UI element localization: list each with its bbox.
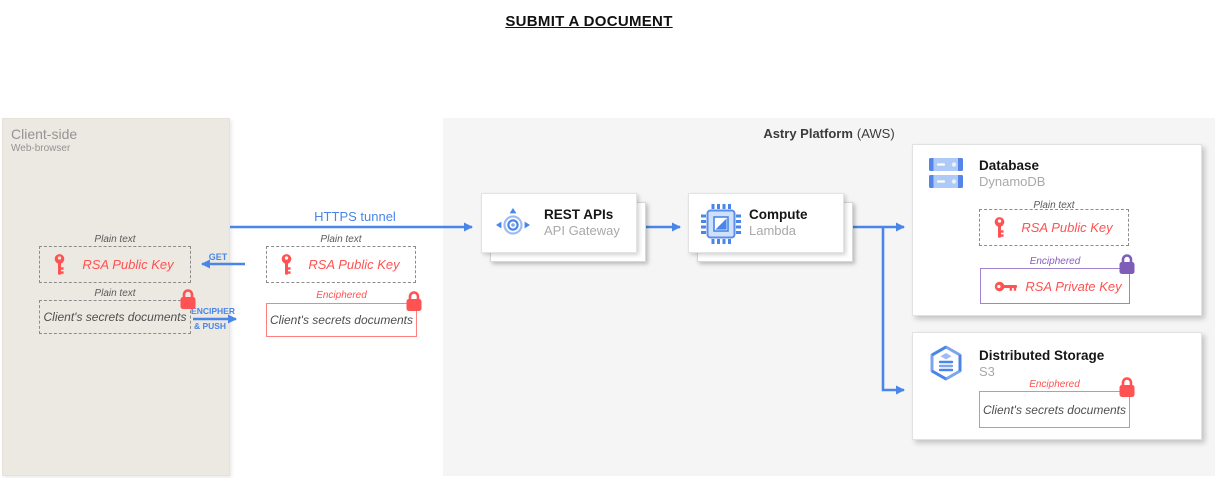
lock-icon [406, 291, 422, 311]
client-panel-title: Client-side [11, 126, 78, 142]
rest-apis-card: REST APIs API Gateway [481, 193, 637, 253]
lock-icon [1119, 377, 1135, 397]
https-tunnel-label: HTTPS tunnel [314, 209, 396, 224]
key-icon [281, 254, 292, 275]
page-title: SUBMIT A DOCUMENT [505, 13, 673, 30]
database-icon [929, 158, 963, 188]
storage-documents-state: Enciphered [1029, 379, 1080, 390]
platform-name: Astry Platform [763, 126, 853, 141]
storage-documents-box: Client's secrets documents [979, 391, 1130, 428]
aws-platform-title: Astry Platform(AWS) [443, 126, 1215, 141]
push-label: & PUSH [193, 321, 227, 331]
client-public-key-box: RSA Public Key [39, 246, 191, 283]
db-public-key-state: Plain text [1033, 200, 1075, 211]
compute-title: Compute [749, 207, 808, 222]
staging-public-key-state: Plain text [320, 234, 362, 245]
platform-provider: (AWS) [856, 126, 895, 141]
db-public-key-text: RSA Public Key [1021, 220, 1113, 235]
s3-storage-icon [930, 345, 962, 381]
staging-documents-text: Client's secrets documents [269, 313, 413, 327]
client-documents-text: Client's secrets documents [43, 310, 187, 324]
encipher-label: ENCIPHER [191, 306, 235, 316]
storage-documents-text: Client's secrets documents [982, 402, 1126, 417]
lock-icon [1119, 254, 1135, 274]
api-gateway-icon [496, 208, 530, 235]
client-panel-subtitle: Web-browser [11, 143, 71, 154]
database-subtitle: DynamoDB [979, 174, 1046, 189]
key-icon [994, 281, 1017, 291]
cpu-chip-icon [701, 204, 741, 244]
db-private-key-box: RSA Private Key [980, 268, 1130, 304]
compute-card: Compute Lambda [688, 193, 844, 253]
staging-public-key-text: RSA Public Key [308, 257, 400, 272]
client-documents-box: Client's secrets documents [39, 300, 191, 334]
key-icon [994, 217, 1005, 238]
storage-card: Distributed Storage S3 Enciphered Client… [912, 332, 1202, 440]
rest-apis-title: REST APIs [544, 207, 614, 222]
db-private-key-state: Enciphered [1029, 256, 1081, 267]
storage-subtitle: S3 [979, 364, 995, 379]
staging-public-key-box: RSA Public Key [266, 246, 416, 283]
db-private-key-text: RSA Private Key [1025, 278, 1122, 294]
client-public-key-state: Plain text [94, 234, 136, 245]
database-card: Database DynamoDB Plain text RSA Public … [912, 144, 1202, 316]
staging-documents-state: Enciphered [316, 290, 367, 301]
key-icon [54, 254, 65, 275]
get-label: GET [208, 252, 228, 262]
db-public-key-box: RSA Public Key [979, 209, 1129, 246]
client-public-key-text: RSA Public Key [82, 257, 174, 272]
client-documents-state: Plain text [94, 288, 136, 299]
database-title: Database [979, 158, 1040, 173]
compute-subtitle: Lambda [749, 223, 796, 238]
rest-apis-subtitle: API Gateway [544, 223, 620, 238]
storage-title: Distributed Storage [979, 348, 1105, 363]
staging-documents-box: Client's secrets documents [266, 303, 417, 337]
lock-icon [180, 289, 196, 309]
